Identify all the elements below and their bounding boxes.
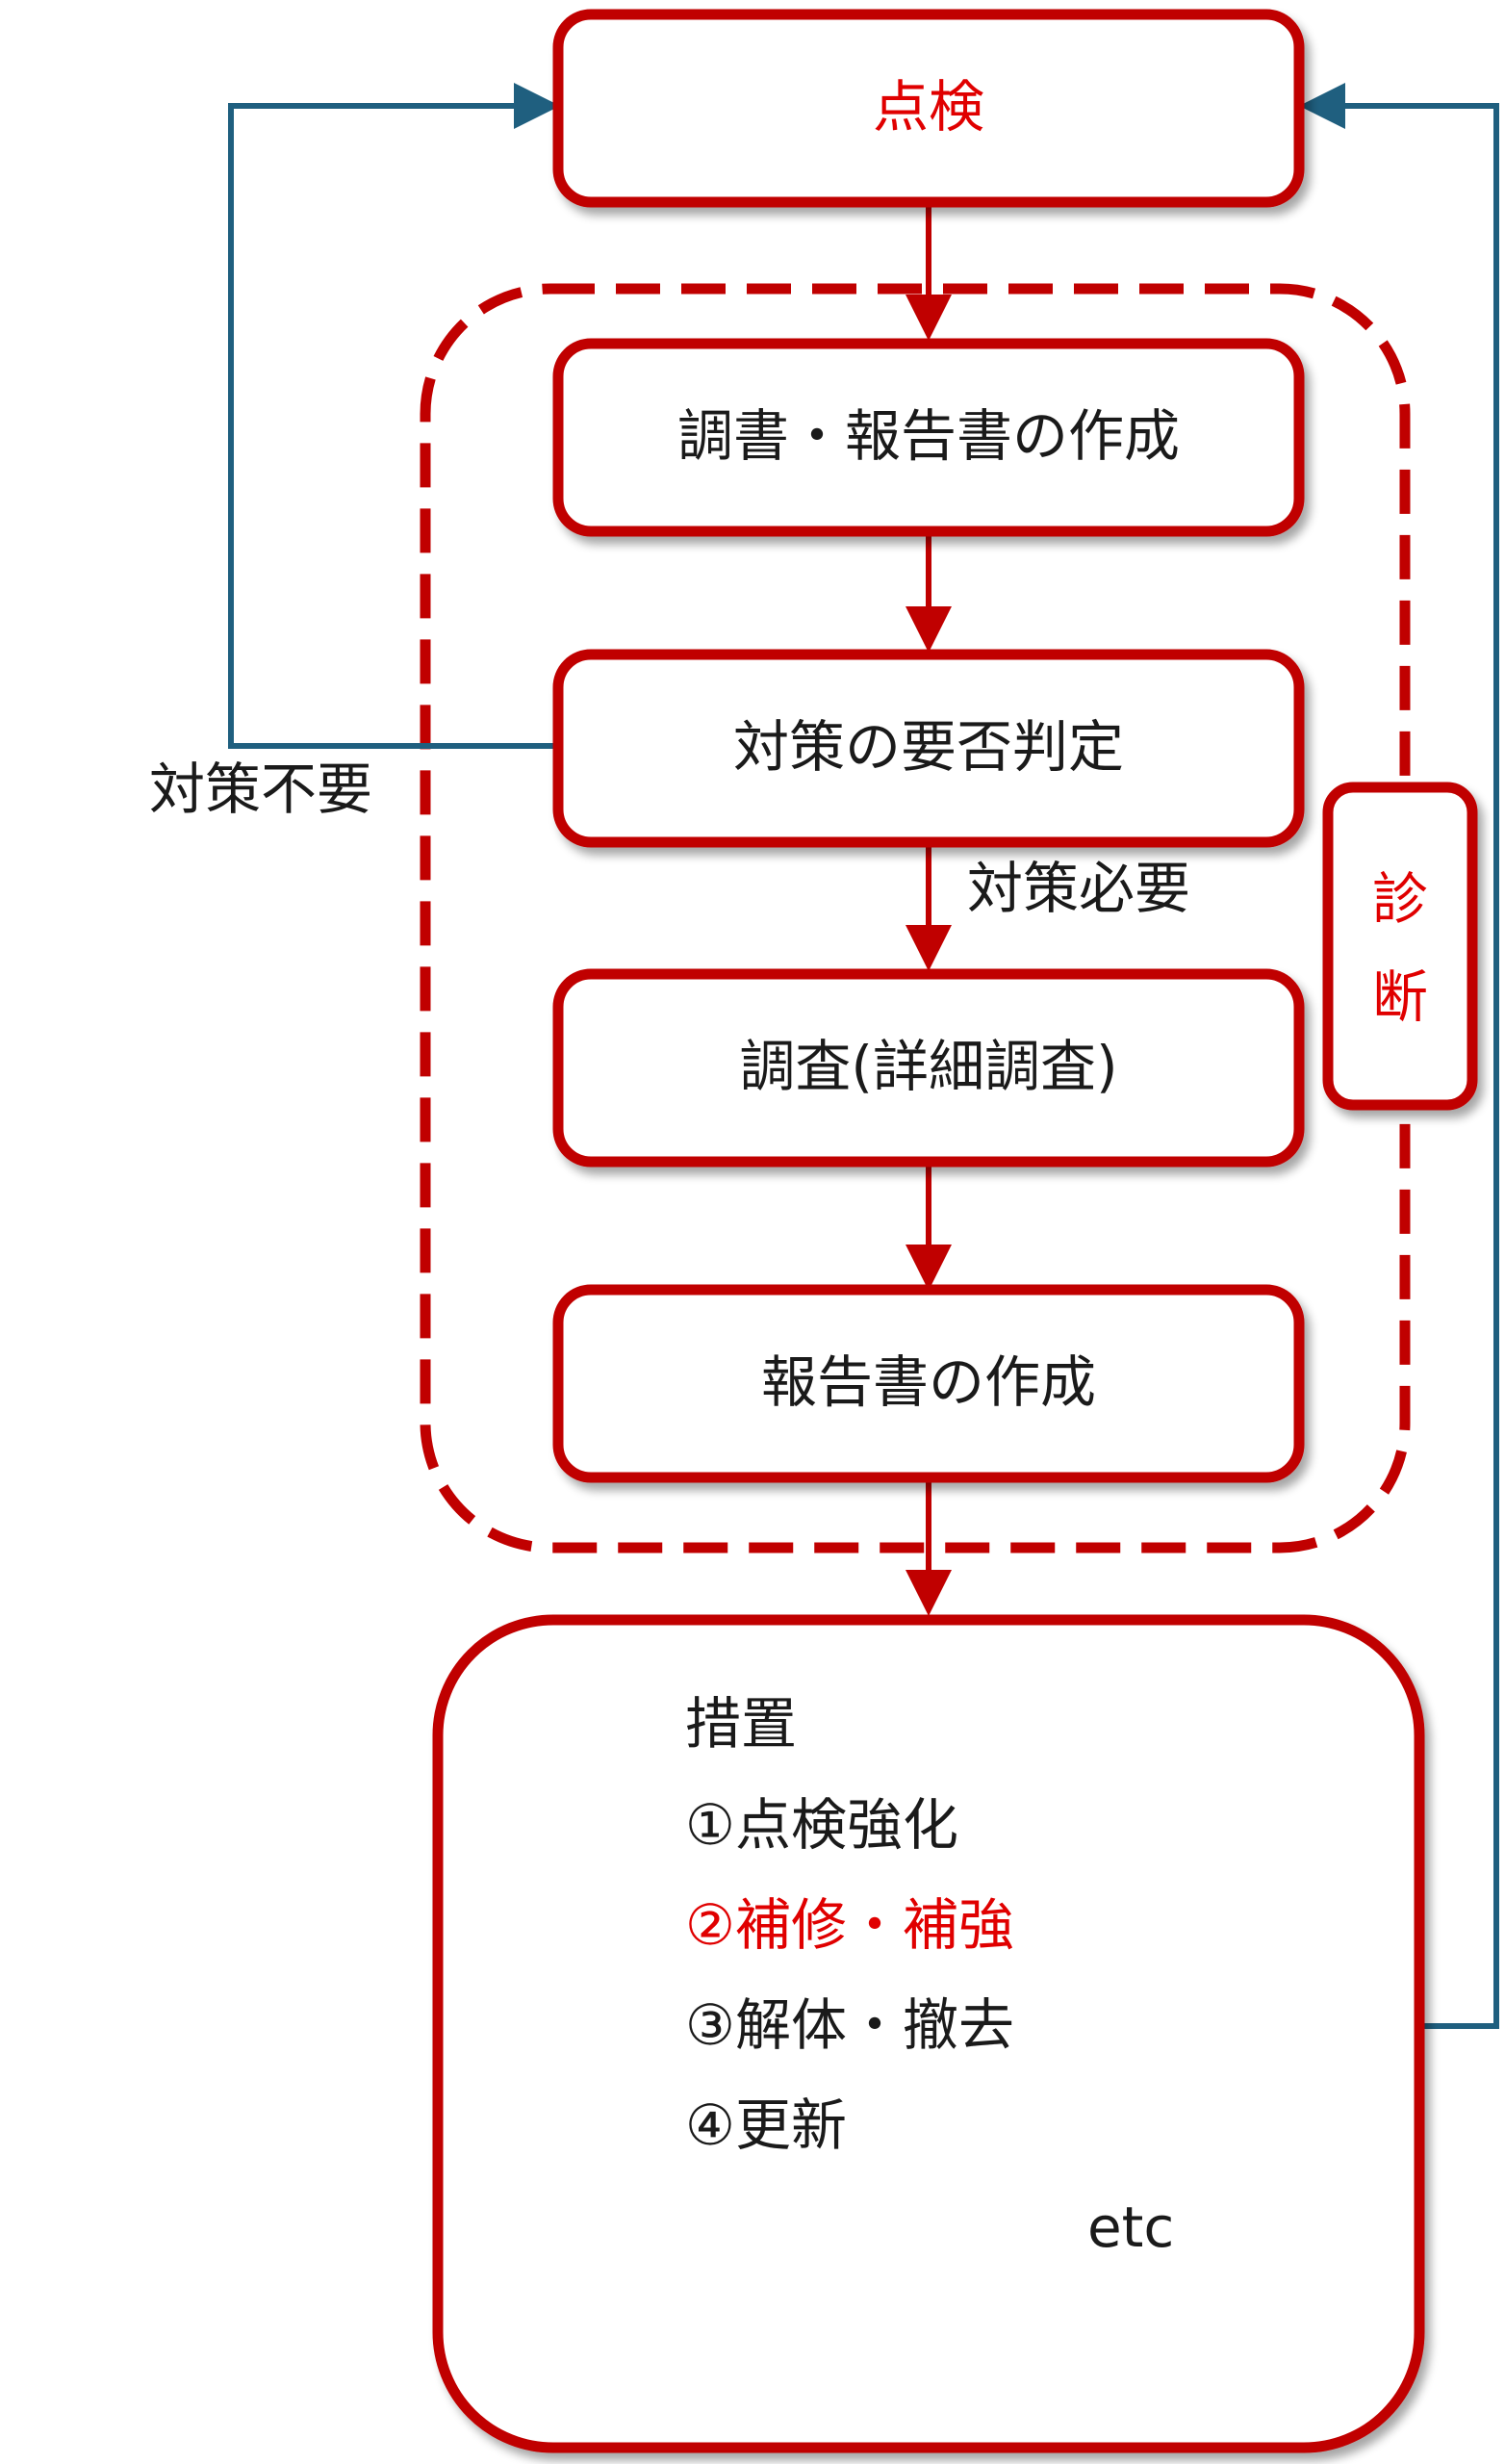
node-necessity-judgment: 対策の要否判定: [552, 649, 1305, 848]
measures-item: ④更新: [685, 2092, 847, 2158]
measures-item-highlight: ②補修・補強: [685, 1892, 1014, 1958]
edge-label-needed: 対策必要: [967, 856, 1190, 921]
node-necessity-judgment-label: 対策の要否判定: [733, 714, 1124, 780]
node-detailed-survey-label: 調査(詳細調査): [739, 1034, 1117, 1099]
node-measures: 措置 ①点検強化 ②補修・補強 ③解体・撤去 ④更新 etc: [432, 1614, 1425, 2453]
measures-item: ①点検強化: [685, 1792, 958, 1858]
node-inspection: 点検: [552, 9, 1305, 208]
node-create-record-label: 調書・報告書の作成: [677, 403, 1180, 469]
diagnosis-label-char-2: 断: [1372, 964, 1428, 1030]
measures-item: ③解体・撤去: [685, 1992, 1014, 2058]
node-create-report-label: 報告書の作成: [761, 1349, 1096, 1415]
diagnosis-label-box: 診 断: [1322, 782, 1478, 1111]
edge-label-not-needed: 対策不要: [149, 757, 372, 822]
feedback-arrow-from-measures: [1299, 83, 1499, 2029]
diagnosis-group-boundary: [420, 283, 1411, 1553]
feedback-arrow-not-needed: [228, 83, 561, 749]
diagnosis-label-char-1: 診: [1372, 866, 1428, 932]
node-inspection-label: 点検: [873, 74, 984, 140]
measures-title: 措置: [685, 1691, 797, 1757]
node-create-record: 調書・報告書の作成: [552, 338, 1305, 537]
measures-etc: etc: [1087, 2194, 1174, 2260]
node-create-report: 報告書の作成: [552, 1284, 1305, 1483]
node-detailed-survey: 調査(詳細調査): [552, 968, 1305, 1168]
